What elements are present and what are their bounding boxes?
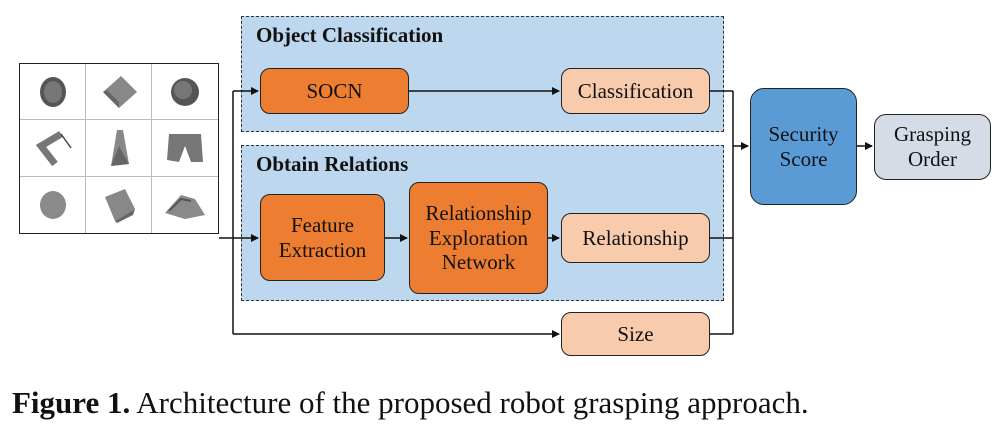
size-label: Size xyxy=(617,321,654,346)
box-object-icon xyxy=(104,188,135,223)
caption-label: Figure 1. xyxy=(12,385,131,420)
figure-caption: Figure 1. Architecture of the proposed r… xyxy=(12,385,809,421)
cube-object-icon xyxy=(102,75,137,108)
socn-label: SOCN xyxy=(306,78,363,103)
object-cell xyxy=(86,64,152,121)
sphere-object-icon xyxy=(171,77,199,106)
relationship-label: Relationship xyxy=(582,225,689,250)
panel-title: Object Classification xyxy=(256,23,444,47)
socn-box: SOCN xyxy=(260,68,409,114)
shorts-object-icon xyxy=(167,133,203,162)
bracket-object-icon xyxy=(35,130,72,167)
ren-label: Relationship Exploration Network xyxy=(425,200,532,275)
object-cell xyxy=(20,64,86,121)
object-cell xyxy=(152,64,218,121)
grasping-order-box: Grasping Order xyxy=(874,114,991,180)
sphere-object-icon xyxy=(39,76,66,107)
object-cell xyxy=(20,176,86,233)
object-cell xyxy=(86,120,152,177)
bottle-object-icon xyxy=(110,129,129,166)
feature-extraction-box: Feature Extraction xyxy=(260,194,385,281)
panel-title: Obtain Relations xyxy=(256,152,409,176)
feature-extraction-label: Feature Extraction xyxy=(278,212,367,262)
object-cell xyxy=(152,120,218,177)
cloth-object-icon xyxy=(165,194,205,219)
grasping-order-label: Grasping Order xyxy=(894,122,971,171)
classification-label: Classification xyxy=(577,78,694,103)
object-image-grid xyxy=(19,63,219,234)
security-score-label: Security Score xyxy=(768,121,839,171)
caption-text: Architecture of the proposed robot grasp… xyxy=(130,385,809,420)
size-box: Size xyxy=(561,312,710,356)
ball-object-icon xyxy=(39,190,66,219)
object-cell xyxy=(20,120,86,177)
object-cell xyxy=(152,177,218,233)
security-score-box: Security Score xyxy=(750,88,857,205)
classification-box: Classification xyxy=(561,68,710,114)
relationship-exploration-network-box: Relationship Exploration Network xyxy=(409,182,548,294)
relationship-box: Relationship xyxy=(561,213,710,263)
object-cell xyxy=(86,176,152,233)
